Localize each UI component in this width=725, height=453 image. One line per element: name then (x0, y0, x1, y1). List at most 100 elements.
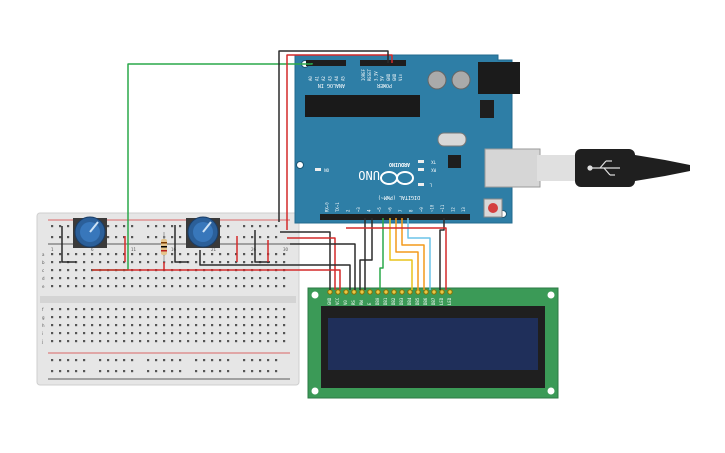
analog-pin-label: A5 (341, 76, 346, 81)
digital-pin-label: ~10 (430, 204, 435, 212)
lcd-pin-label: DB5 (415, 297, 420, 305)
analog-pin-label: A1 (315, 76, 320, 81)
analog-pin-label: A3 (328, 76, 333, 81)
breadboard-row-letter: h (42, 323, 45, 328)
wires (61, 50, 447, 290)
breadboard-column-number: 26 (251, 247, 257, 252)
arduino-model: UNO (358, 168, 380, 182)
wire-black-gnd (278, 50, 389, 222)
power-jack[interactable] (478, 62, 520, 94)
lcd-pin[interactable] (375, 289, 381, 295)
lcd-pin-label: RW (359, 300, 364, 305)
usb-cable[interactable] (484, 148, 690, 188)
lcd-screen (328, 318, 538, 370)
arduino-brand: ARDUINO (389, 161, 410, 167)
breadboard-row-letter: a (42, 252, 45, 257)
analog-label: ANALOG IN (318, 82, 345, 88)
digital-pin-label: 13 (461, 207, 466, 212)
lcd-pin-label: E (367, 302, 372, 305)
power-label: POWER (376, 82, 392, 88)
digital-pin-label: ~5 (377, 207, 382, 212)
power-pin-label: Vin (398, 73, 403, 81)
breadboard-row-letter: i (42, 331, 43, 336)
breadboard-row-letter: b (42, 260, 45, 265)
breadboard-row-letter: e (42, 284, 45, 289)
analog-pin-label: A4 (334, 76, 339, 81)
digital-pin-label: 4 (367, 209, 372, 212)
wire-red-5v (286, 54, 393, 230)
breadboard-row-letter: j (41, 339, 43, 344)
digital-header[interactable] (320, 214, 470, 220)
lcd-pin-label: DB3 (399, 297, 404, 305)
breadboard-column-number: 11 (131, 247, 137, 252)
lcd-pin-label: V0 (343, 300, 348, 305)
lcd-pin-label: DB6 (423, 297, 428, 305)
digital-pin-label: ~11 (440, 204, 445, 212)
breadboard-row-letter: g (42, 315, 45, 320)
digital-pin-label: 2 (346, 209, 351, 212)
arduino-uno-board[interactable]: UNO ARDUINO DIGITAL (PWM~) ANALOG IN POW… (294, 54, 520, 224)
lcd-pin-label: GND (327, 297, 332, 305)
breadboard-column-number: 1 (51, 247, 54, 252)
rx-label: RX (431, 168, 436, 173)
tx-label: TX (431, 160, 436, 165)
usb-icon (587, 160, 620, 176)
power-pin-label: GND (392, 73, 397, 81)
atmega-chip (305, 95, 420, 117)
reset-button-icon[interactable] (488, 203, 498, 213)
l-label: L (429, 183, 432, 188)
digital-pin-label: 12 (451, 207, 456, 212)
power-pin-label: 3.3V (373, 71, 378, 81)
lcd-pin[interactable] (327, 289, 333, 295)
breadboard-column-number: 21 (211, 247, 217, 252)
lcd-pin-label: LED (447, 297, 452, 305)
digital-label: DIGITAL (PWM~) (378, 194, 420, 200)
digital-pin-label: ~3 (356, 207, 361, 212)
breadboard-column-number: 16 (171, 247, 177, 252)
digital-pin-label: RX←0 (325, 202, 330, 212)
lcd-pin[interactable] (447, 289, 453, 295)
lcd-pin-label: DB7 (431, 297, 436, 305)
lcd-pin[interactable] (351, 289, 357, 295)
digital-pin-label: 7 (398, 209, 403, 212)
lcd-pin[interactable] (407, 289, 413, 295)
lcd-pin-label: RS (351, 300, 356, 305)
digital-pin-label: 8 (409, 209, 414, 212)
lcd-pin[interactable] (359, 289, 365, 295)
power-header[interactable] (360, 60, 406, 66)
power-pin-label: IOREF (361, 68, 366, 81)
lcd-pin-label: DB1 (383, 297, 388, 305)
power-pin-label: GND (386, 73, 391, 81)
analog-pin-label: A0 (308, 76, 313, 81)
lcd-pin[interactable] (439, 289, 445, 295)
potentiometer-2[interactable] (186, 216, 220, 248)
lcd-pin[interactable] (335, 289, 341, 295)
digital-pin-label: TX→1 (335, 202, 340, 212)
lcd-pin-label: DB0 (375, 297, 380, 305)
lcd-pin[interactable] (399, 289, 405, 295)
lcd-pin[interactable] (367, 289, 373, 295)
lcd-pin[interactable] (391, 289, 397, 295)
digital-pin-label: ~9 (419, 207, 424, 212)
lcd-pin-label: DB2 (391, 297, 396, 305)
breadboard-column-number: 6 (91, 247, 94, 252)
digital-pin-label: ~6 (388, 207, 393, 212)
lcd-pin[interactable] (415, 289, 421, 295)
resistor[interactable] (161, 232, 167, 262)
lcd-pin-label: VCC (335, 297, 340, 305)
breadboard-row-letter: f (42, 307, 44, 312)
on-label: ON (324, 168, 329, 173)
lcd-pin[interactable] (383, 289, 389, 295)
status-leds: TX RX L ON (315, 160, 436, 188)
lcd-pin[interactable] (431, 289, 437, 295)
potentiometer-1[interactable] (73, 216, 107, 248)
lcd-pin-label: DB4 (407, 297, 412, 305)
lcd-pin[interactable] (423, 289, 429, 295)
power-pin-label: 5V (380, 76, 385, 81)
breadboard-row-letter: d (42, 276, 45, 281)
analog-header[interactable] (306, 60, 346, 66)
lcd-pin[interactable] (343, 289, 349, 295)
